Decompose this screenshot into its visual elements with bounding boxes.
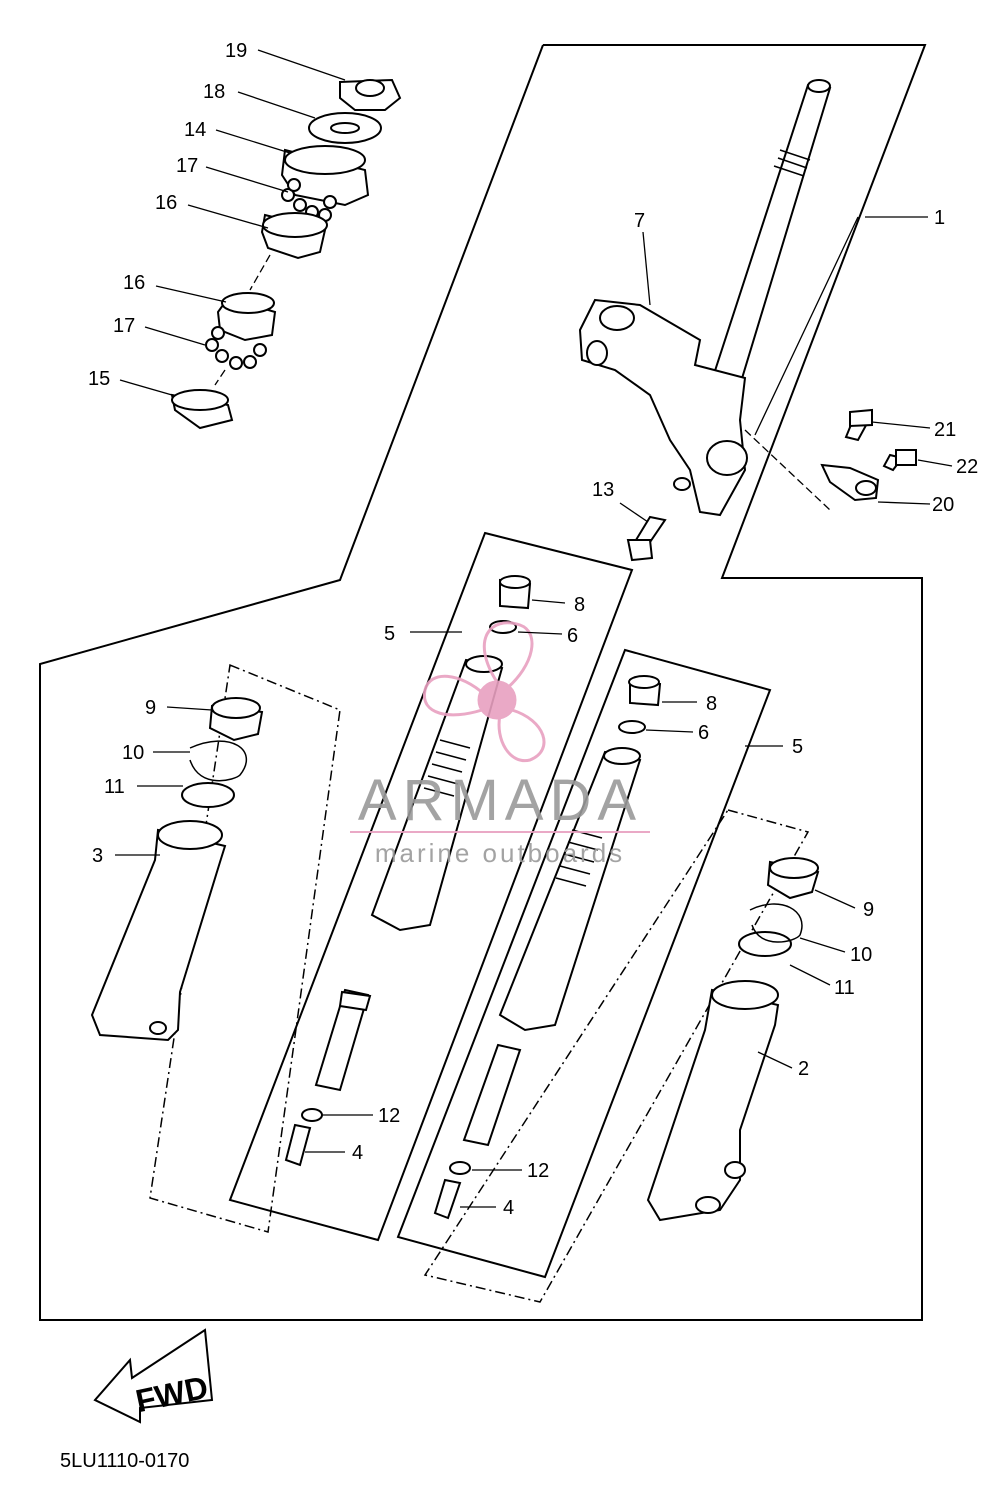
callout-6-right: 6: [698, 722, 709, 744]
callout-5-right: 5: [792, 736, 803, 758]
diagram-code: 5LU1110-0170: [60, 1450, 189, 1472]
callout-4-left: 4: [352, 1142, 363, 1164]
watermark-tagline: marine outboards: [375, 838, 625, 868]
callout-14: 14: [184, 119, 206, 141]
callout-2: 2: [798, 1058, 809, 1080]
callout-13: 13: [592, 479, 614, 501]
forward-arrow: FWD: [93, 1328, 214, 1424]
callout-7: 7: [634, 210, 645, 232]
watermark-brand: ARMADA: [358, 768, 642, 833]
dashed-box-right: [423, 809, 810, 1303]
inner-fork-left: [284, 575, 532, 1167]
outer-tube-right: [646, 857, 820, 1222]
callout-8-left: 8: [574, 594, 585, 616]
callout-22: 22: [956, 456, 978, 478]
inner-fork-right: [433, 675, 662, 1220]
callout-15: 15: [88, 368, 110, 390]
callout-17-top: 17: [176, 155, 198, 177]
callout-5-left: 5: [384, 623, 395, 645]
propeller-logo: [423, 621, 546, 763]
callout-9-right: 9: [863, 899, 874, 921]
callout-17-bottom: 17: [113, 315, 135, 337]
callout-10-right: 10: [850, 944, 872, 966]
callout-16-bottom: 16: [123, 272, 145, 294]
callout-6-left: 6: [567, 625, 578, 647]
callout-12-right: 12: [527, 1160, 549, 1182]
bearing-stack: [170, 78, 402, 430]
inner-fork-box-left: [228, 531, 634, 1242]
callouts: 19 18 14 17 16 16 17 15 1 7 13 21 22 20 …: [88, 40, 978, 1219]
callout-8-right: 8: [706, 693, 717, 715]
watermark: ARMADA marine outboards: [350, 621, 650, 868]
callout-18: 18: [203, 81, 225, 103]
stem-bolt: [626, 515, 667, 562]
main-assembly-frame: [39, 44, 927, 1321]
callout-4-right: 4: [503, 1197, 514, 1219]
bracket-and-bolts: [744, 408, 917, 511]
callout-21: 21: [934, 419, 956, 441]
callout-12-left: 12: [378, 1105, 400, 1127]
callout-20: 20: [932, 494, 954, 516]
callout-11-left: 11: [104, 776, 125, 798]
ball-race-bottom: [205, 326, 267, 370]
callout-3: 3: [92, 845, 103, 867]
steering-stem: [578, 79, 832, 517]
inner-fork-box-right: [396, 648, 772, 1279]
callout-11-right: 11: [834, 977, 855, 999]
callout-1: 1: [934, 207, 945, 229]
callout-9-left: 9: [145, 697, 156, 719]
callout-16-top: 16: [155, 192, 177, 214]
outer-tube-left: [90, 697, 264, 1042]
callout-10-left: 10: [122, 742, 144, 764]
callout-19: 19: [225, 40, 247, 62]
leader-lines: [115, 49, 953, 1208]
